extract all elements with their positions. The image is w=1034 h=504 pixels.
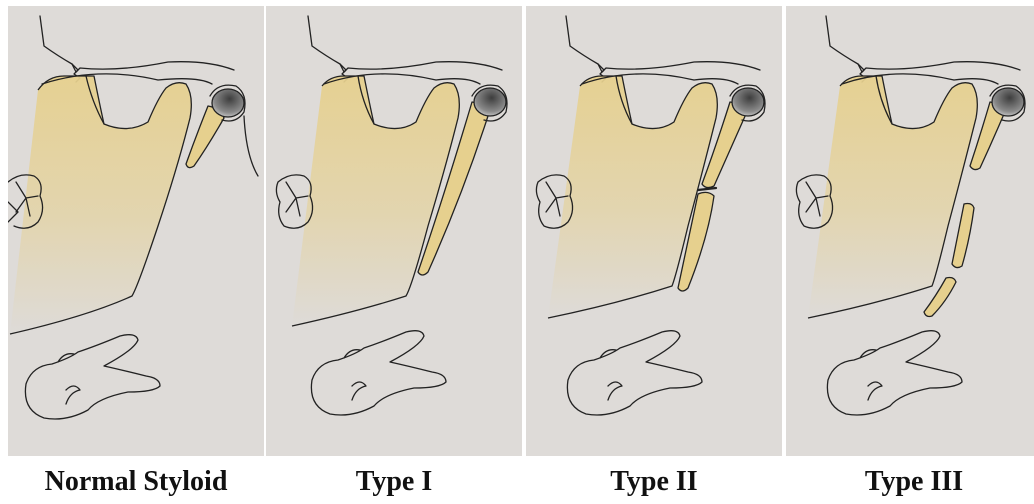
mandible-ramus: [292, 76, 459, 326]
caption-type-ii: Type II: [526, 462, 782, 502]
mandible-ramus: [548, 76, 717, 318]
condyle-knob: [212, 89, 244, 117]
styloid-process: [186, 106, 224, 168]
skull-base-outline: [566, 16, 760, 72]
skull-base-outline: [40, 16, 234, 72]
skull-base-outline: [826, 16, 1020, 72]
hyoid-bone: [827, 331, 962, 415]
hyoid-bone: [311, 331, 446, 415]
mandible-ramus: [10, 76, 191, 334]
panel-type-iii: [786, 6, 1034, 456]
caption-normal-styloid: Normal Styloid: [8, 462, 264, 502]
skull-base-outline: [308, 16, 502, 72]
caption-type-iii: Type III: [786, 462, 1034, 502]
panel-type-ii: [526, 6, 782, 456]
panel-normal-styloid: [8, 6, 264, 456]
condyle-knob: [992, 88, 1024, 116]
illustration-normal-styloid: [8, 6, 264, 456]
posterior-line: [244, 116, 258, 176]
condyle-knob: [732, 88, 764, 116]
panel-type-i: [266, 6, 522, 456]
pseudo-joint-line: [698, 188, 716, 190]
illustration-type-ii: [526, 6, 782, 456]
caption-type-i: Type I: [266, 462, 522, 502]
styloid-segment-2: [952, 204, 974, 268]
illustration-type-i: [266, 6, 522, 456]
hyoid-bone: [567, 331, 702, 415]
hyoid-bone: [25, 335, 160, 419]
illustration-type-iii: [786, 6, 1034, 456]
condyle-knob: [474, 88, 506, 116]
